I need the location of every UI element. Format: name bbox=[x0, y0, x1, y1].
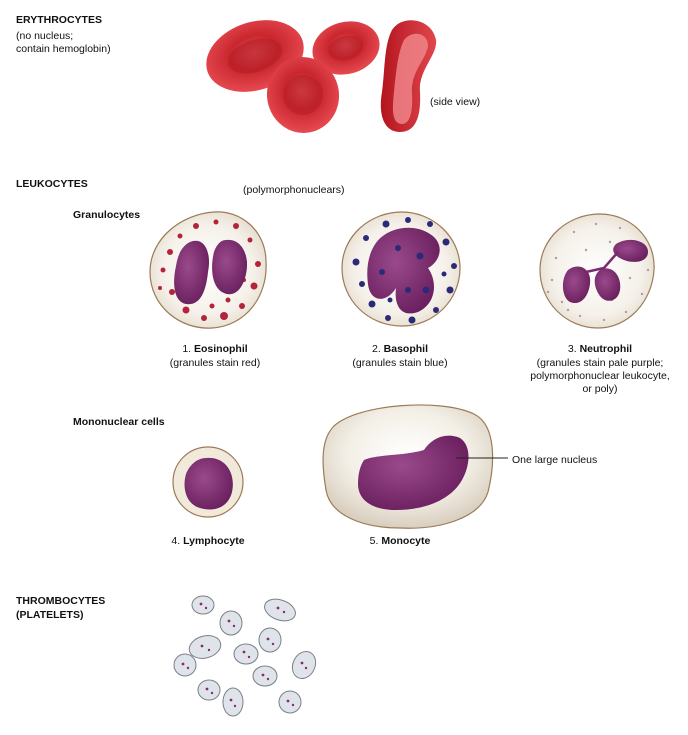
platelets bbox=[173, 595, 317, 717]
platelet bbox=[191, 595, 215, 615]
mononuclear-heading: Mononuclear cells bbox=[73, 416, 165, 428]
erythrocytes-heading: ERYTHROCYTES bbox=[16, 14, 102, 26]
platelet bbox=[188, 635, 222, 659]
eosinophil-note: (granules stain red) bbox=[169, 357, 261, 369]
platelet bbox=[291, 650, 317, 680]
erythrocytes-note-2: contain hemoglobin) bbox=[16, 43, 111, 55]
eosinophil-granules bbox=[158, 219, 261, 321]
platelet bbox=[222, 687, 244, 717]
nucleus-label: One large nucleus bbox=[512, 454, 598, 466]
erythrocyte-3 bbox=[266, 57, 340, 133]
lymphocyte-cell bbox=[172, 446, 244, 518]
platelet bbox=[252, 665, 278, 687]
eosinophil-label: 1. Eosinophil bbox=[182, 343, 248, 355]
eosinophil-cell bbox=[149, 211, 267, 329]
platelet bbox=[258, 627, 282, 653]
basophil-note: (granules stain blue) bbox=[352, 357, 448, 369]
thrombocytes-heading-2: (PLATELETS) bbox=[16, 609, 84, 621]
basophil-granules bbox=[352, 217, 457, 324]
leukocytes-heading: LEUKOCYTES bbox=[16, 178, 88, 190]
monocyte-cell bbox=[322, 404, 494, 529]
platelet bbox=[219, 610, 243, 636]
neutrophil-note-2: polymorphonuclear leukocyte, bbox=[530, 370, 670, 382]
monocyte-label: 5. Monocyte bbox=[369, 535, 431, 547]
platelet bbox=[264, 598, 296, 622]
erythrocyte-2 bbox=[312, 21, 380, 75]
platelet bbox=[197, 679, 221, 701]
side-view-label: (side view) bbox=[430, 96, 481, 108]
neutrophil-note-3: or poly) bbox=[582, 383, 618, 395]
lymphocyte-label: 4. Lymphocyte bbox=[171, 535, 245, 547]
platelet-granules bbox=[181, 602, 308, 708]
platelet bbox=[278, 690, 302, 714]
basophil-label: 2. Basophil bbox=[371, 343, 429, 355]
neutrophil-label: 3. Neutrophil bbox=[567, 343, 633, 355]
neutrophil-note-1: (granules stain pale purple; bbox=[536, 357, 664, 369]
granulocytes-heading: Granulocytes bbox=[73, 209, 141, 221]
erythrocyte-side-view bbox=[380, 20, 437, 132]
thrombocytes-heading-1: THROMBOCYTES bbox=[16, 595, 106, 607]
basophil-cell bbox=[341, 211, 461, 327]
erythrocytes-note-1: (no nucleus; bbox=[16, 30, 74, 42]
platelet bbox=[173, 653, 197, 677]
polymorphonuclears-label: (polymorphonuclears) bbox=[243, 184, 345, 196]
platelet bbox=[233, 643, 259, 665]
neutrophil-cell bbox=[539, 213, 655, 329]
